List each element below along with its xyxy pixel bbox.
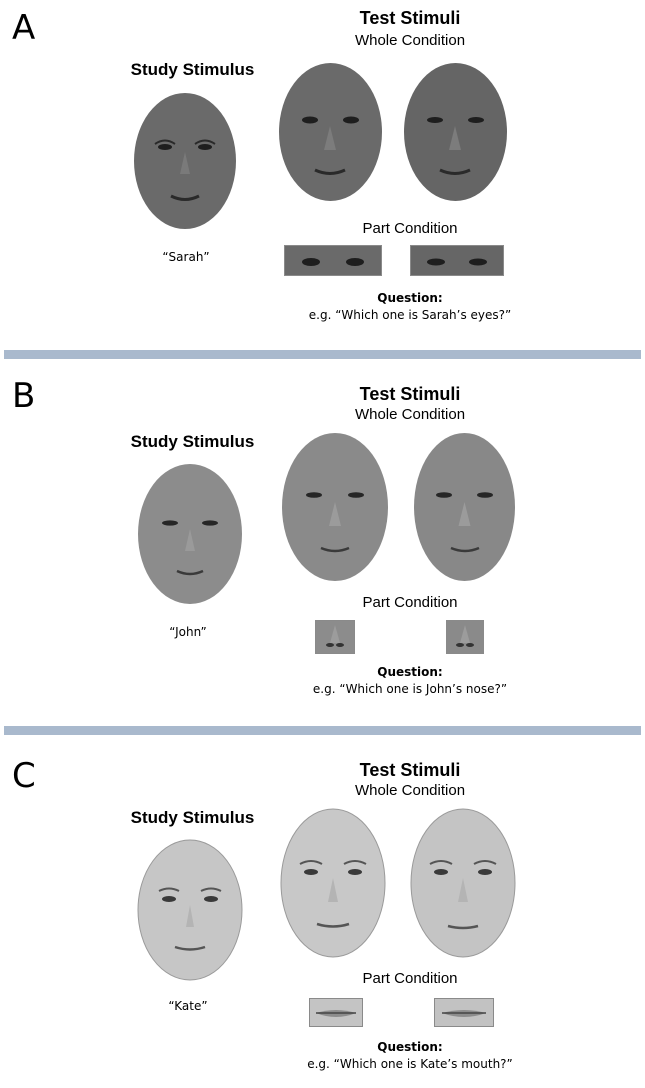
part-condition-label: Part Condition	[362, 594, 458, 611]
study-stimulus-title: Study Stimulus	[130, 808, 255, 827]
test-stimuli-title: Test Stimuli	[359, 760, 461, 780]
study-name: “Kate”	[168, 999, 208, 1013]
test-face-1	[279, 63, 382, 201]
test-face-1	[280, 808, 386, 958]
test-face-1	[282, 433, 388, 581]
test-stimuli-title: Test Stimuli	[359, 384, 461, 404]
study-name: “Sarah”	[162, 250, 210, 264]
panel-c: C Test Stimuli Whole Condition Study Sti…	[0, 736, 645, 1088]
panel-b: B Test Stimuli Whole Condition Study Sti…	[0, 360, 645, 720]
whole-condition-label: Whole Condition	[354, 406, 466, 423]
study-face	[137, 839, 243, 981]
whole-condition-label: Whole Condition	[354, 32, 466, 49]
study-face	[138, 464, 242, 604]
test-stimuli-title: Test Stimuli	[359, 8, 461, 28]
part-nose-1	[315, 620, 355, 654]
study-stimulus-title: Study Stimulus	[130, 432, 255, 451]
panel-letter: B	[12, 376, 36, 416]
question-label: Question:	[377, 665, 443, 679]
test-face-2	[410, 808, 516, 958]
test-face-2	[414, 433, 515, 581]
question-text: e.g. “Which one is John’s nose?”	[312, 682, 508, 696]
part-mouth-2	[434, 998, 494, 1027]
part-nose-2	[446, 620, 484, 654]
part-eyes-2	[410, 245, 504, 276]
question-label: Question:	[377, 291, 443, 305]
question-text: e.g. “Which one is Kate’s mouth?”	[307, 1057, 513, 1071]
panel-letter: C	[12, 756, 36, 796]
study-stimulus-title: Study Stimulus	[130, 60, 255, 79]
eyes	[154, 139, 216, 145]
panel-divider	[4, 350, 641, 359]
part-eyes-1	[284, 245, 382, 276]
part-mouth-1	[309, 998, 363, 1027]
study-name: “John”	[169, 625, 207, 639]
question-text: e.g. “Which one is Sarah’s eyes?”	[308, 308, 512, 322]
whole-condition-label: Whole Condition	[354, 782, 466, 799]
part-condition-label: Part Condition	[362, 970, 458, 987]
study-face	[134, 93, 236, 229]
panel-divider	[4, 726, 641, 735]
test-face-2	[404, 63, 507, 201]
question-label: Question:	[377, 1040, 443, 1054]
panel-letter: A	[12, 8, 36, 48]
part-condition-label: Part Condition	[362, 220, 458, 237]
panel-a: A Test Stimuli Whole Condition Study Sti…	[0, 0, 645, 350]
